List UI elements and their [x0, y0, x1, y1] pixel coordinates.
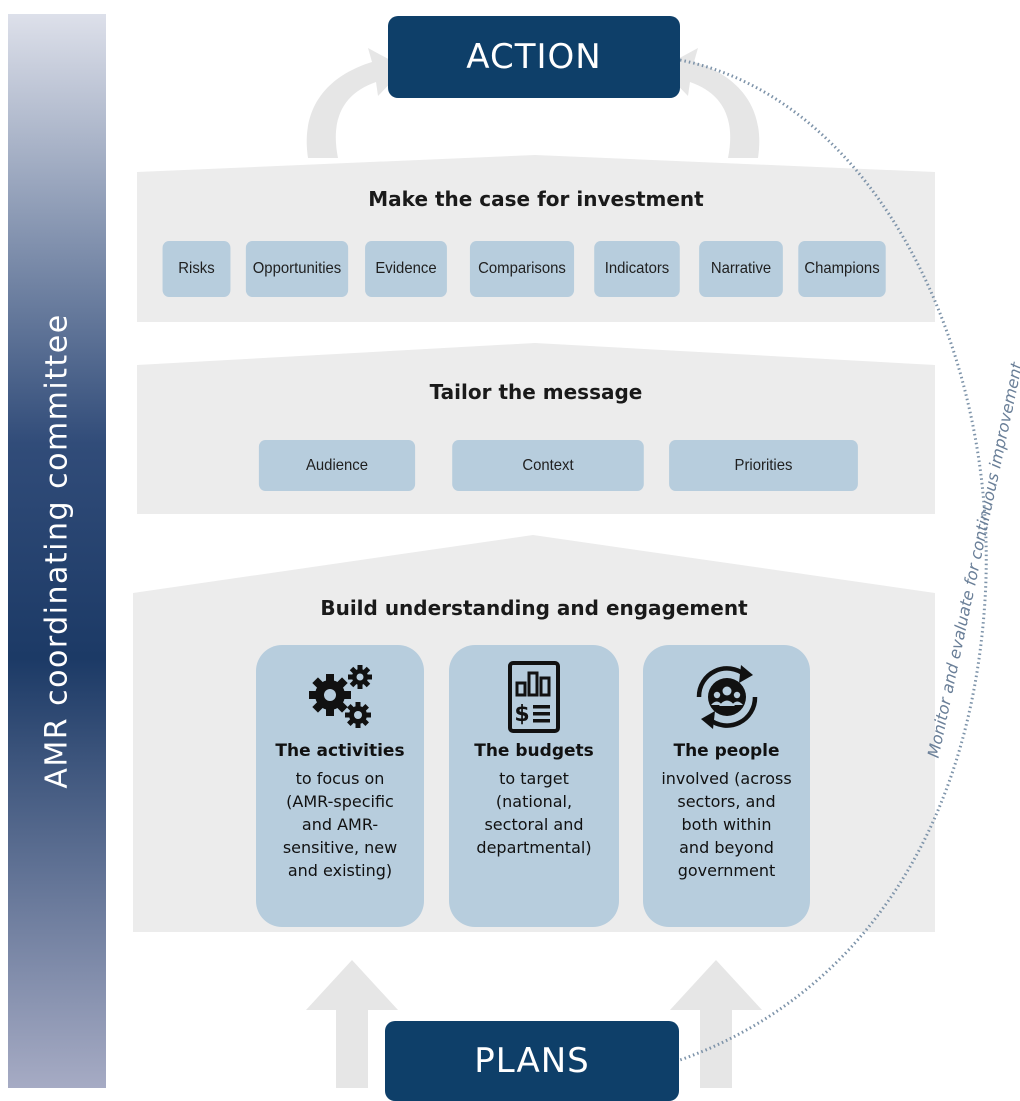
svg-text:$: $ — [514, 702, 529, 727]
arrow-to-action-left — [306, 48, 405, 158]
understanding-heading: Build understanding and engagement — [320, 596, 748, 620]
card-activities: The activities to focus on (AMR-specific… — [256, 645, 424, 927]
pill-champions: Champions — [798, 241, 886, 297]
people-cycle-icon — [696, 665, 757, 729]
investment-heading: Make the case for investment — [368, 187, 704, 211]
pill-indicators: Indicators — [594, 241, 680, 297]
pill-comparisons: Comparisons — [469, 241, 575, 297]
arrow-from-plans-right — [670, 960, 762, 1088]
cycle-arc — [679, 58, 988, 1062]
pill-risks: Risks — [162, 241, 231, 297]
card-budgets: $ The budgets to target (national, secto… — [449, 645, 619, 927]
arrow-from-plans-left — [306, 960, 398, 1088]
pill-context: Context — [452, 440, 644, 491]
message-heading: Tailor the message — [429, 380, 643, 404]
gears-icon — [309, 665, 372, 728]
pill-audience: Audience — [258, 440, 416, 491]
pill-opportunities: Opportunities — [245, 241, 349, 297]
arrow-to-action-right — [661, 48, 760, 158]
card-people-body: involved (across sectors, and both withi… — [661, 769, 792, 880]
card-budgets-title: The budgets — [474, 741, 594, 761]
pill-priorities: Priorities — [669, 440, 858, 491]
card-people: The people involved (across sectors, and… — [643, 645, 810, 927]
card-activities-title: The activities — [275, 741, 405, 761]
card-budgets-body: to target (national, sectoral and depart… — [476, 769, 592, 857]
action-box: ACTION — [388, 16, 680, 98]
pill-evidence: Evidence — [365, 241, 447, 297]
sidebar-committee: AMR coordinating committee — [8, 14, 106, 1088]
card-people-title: The people — [673, 741, 780, 761]
card-activities-body: to focus on (AMR-specific and AMR- sensi… — [282, 769, 398, 880]
plans-box: PLANS — [385, 1021, 679, 1101]
budget-document-icon: $ — [508, 661, 560, 733]
pill-narrative: Narrative — [699, 241, 783, 297]
